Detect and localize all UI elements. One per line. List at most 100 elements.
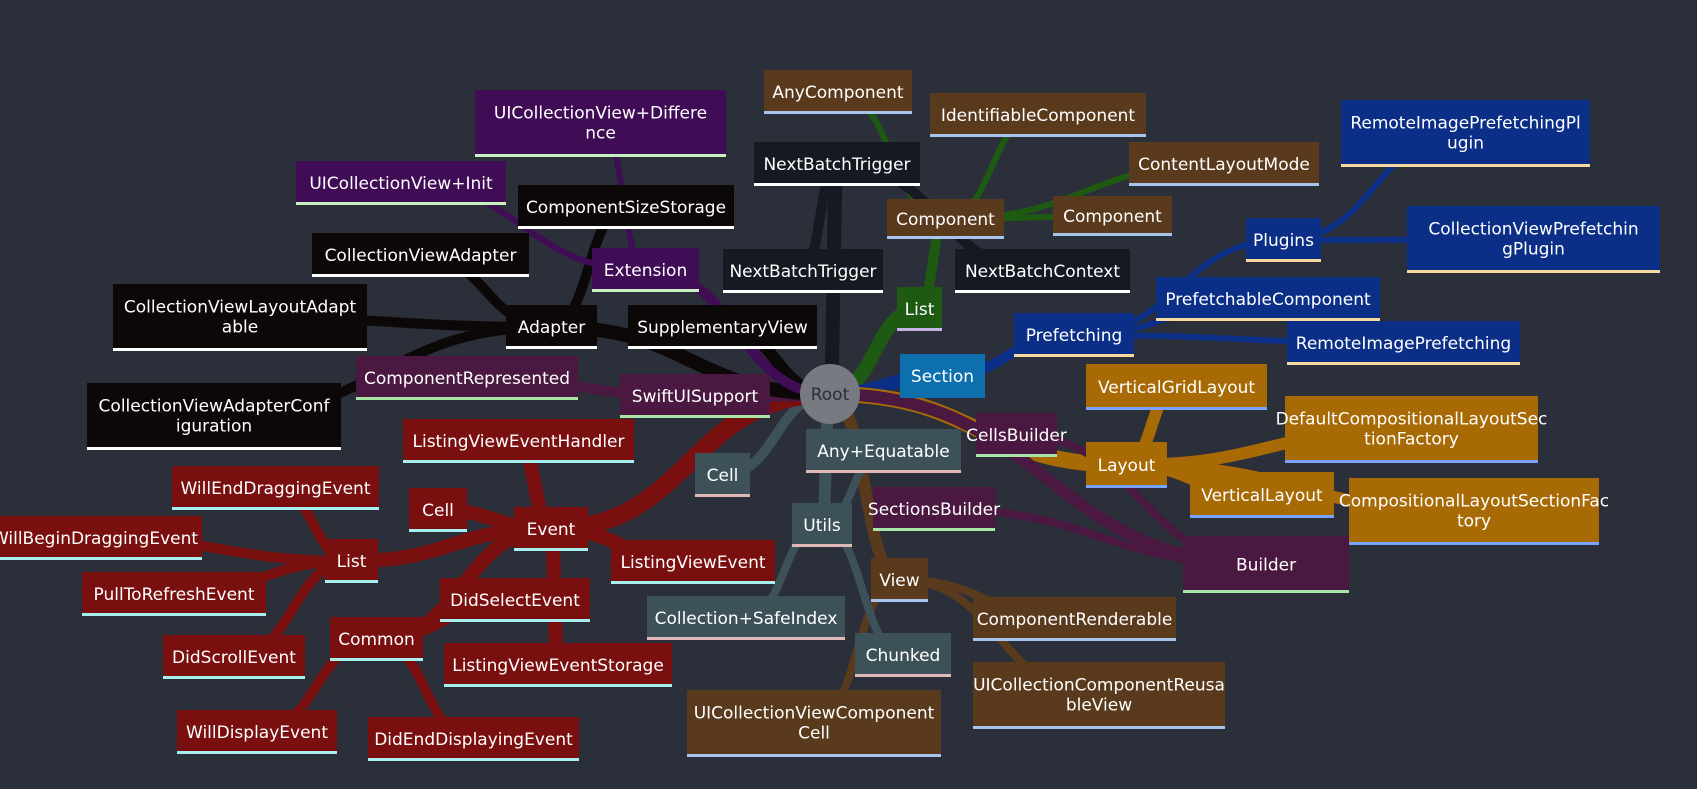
node-collection-safeindex[interactable]: Collection+SafeIndex: [647, 596, 845, 640]
node-box: [163, 635, 305, 679]
node-box: [611, 540, 775, 584]
node-listingvieweventhandler[interactable]: ListingViewEventHandler: [403, 419, 634, 463]
node-collectionviewadapter[interactable]: CollectionViewAdapter: [312, 233, 529, 277]
node-prefetchablecomponent[interactable]: PrefetchableComponent: [1156, 277, 1380, 321]
node-verticallayout[interactable]: VerticalLayout: [1190, 472, 1334, 518]
node-underline: [930, 134, 1146, 137]
node-nextbatchcontext[interactable]: NextBatchContext: [955, 249, 1130, 293]
node-supplementaryview[interactable]: SupplementaryView: [628, 305, 817, 349]
node-box: [900, 354, 985, 398]
node-label: WillBeginDraggingEvent: [0, 529, 198, 549]
root-node[interactable]: Root: [800, 364, 860, 424]
node-anycomponent[interactable]: AnyComponent: [764, 70, 912, 114]
node-underline: [518, 226, 734, 229]
node-prefetching[interactable]: Prefetching: [1014, 313, 1134, 357]
node-box: [444, 643, 672, 687]
node-underline: [620, 415, 770, 418]
node-underline: [611, 581, 775, 584]
node-cell[interactable]: Cell: [409, 488, 467, 532]
node-listingviewevent[interactable]: ListingViewEvent: [611, 540, 775, 584]
node-layout[interactable]: Layout: [1086, 442, 1167, 488]
node-underline: [409, 529, 467, 532]
node-pulltorefreshevent[interactable]: PullToRefreshEvent: [82, 572, 266, 616]
node-underline: [1156, 318, 1380, 321]
node-willdisplayevent[interactable]: WillDisplayEvent: [177, 710, 337, 754]
node-label: Collection+SafeIndex: [655, 609, 838, 629]
node-nextbatchtrigger[interactable]: NextBatchTrigger: [723, 249, 883, 293]
node-contentlayoutmode[interactable]: ContentLayoutMode: [1129, 142, 1319, 186]
node-underline: [855, 674, 951, 677]
node-cell[interactable]: Cell: [695, 453, 750, 497]
node-list[interactable]: List: [897, 287, 942, 331]
node-remoteimageprefetching[interactable]: RemoteImagePrefetching: [1287, 321, 1520, 365]
root-label: Root: [811, 385, 850, 405]
node-underline: [296, 202, 506, 205]
node-box: [1156, 277, 1380, 321]
node-label: Plugins: [1253, 231, 1314, 251]
node-plugins[interactable]: Plugins: [1246, 218, 1321, 262]
node-label: ListingViewEventHandler: [413, 432, 625, 452]
node-label: CollectionViewAdapter: [325, 246, 517, 266]
node-underline: [806, 470, 961, 473]
node-adapter[interactable]: Adapter: [506, 305, 597, 349]
node-willbegindraggingevent[interactable]: WillBeginDraggingEvent: [0, 516, 202, 560]
node-box: [440, 578, 590, 622]
node-label: NextBatchTrigger: [729, 262, 876, 282]
node-didenddisplayingevent[interactable]: DidEndDisplayingEvent: [368, 717, 579, 761]
node-box: [82, 572, 266, 616]
node-label: View: [879, 571, 919, 591]
node-chunked[interactable]: Chunked: [855, 633, 951, 677]
node-box: [325, 539, 378, 583]
node-componentrepresented[interactable]: ComponentRepresented: [356, 356, 578, 400]
node-componentrenderable[interactable]: ComponentRenderable: [973, 597, 1176, 641]
node-builder[interactable]: Builder: [1183, 536, 1349, 593]
node-box: [113, 284, 367, 351]
node-underline: [356, 397, 578, 400]
node-box: [1014, 313, 1134, 357]
node-utils[interactable]: Utils: [792, 503, 852, 547]
node-label: NextBatchContext: [965, 262, 1120, 282]
node-box: [296, 161, 506, 205]
node-underline: [1183, 590, 1349, 593]
node-common[interactable]: Common: [330, 617, 423, 661]
node-uicollectionview-init[interactable]: UICollectionView+Init: [296, 161, 506, 205]
node-sectionsbuilder[interactable]: SectionsBuilder: [868, 487, 1000, 531]
node-label: AnyComponent: [772, 83, 903, 103]
node-underline: [163, 676, 305, 679]
node-view[interactable]: View: [871, 558, 928, 602]
node-didscrollevent[interactable]: DidScrollEvent: [163, 635, 305, 679]
node-any-equatable[interactable]: Any+Equatable: [806, 429, 961, 473]
node-list[interactable]: List: [325, 539, 378, 583]
node-extension[interactable]: Extension: [592, 248, 699, 292]
node-component[interactable]: Component: [1053, 196, 1172, 236]
node-box: [897, 287, 942, 331]
node-componentsizestorage[interactable]: ComponentSizeStorage: [518, 185, 734, 229]
node-underline: [440, 619, 590, 622]
node-swiftuisupport[interactable]: SwiftUISupport: [620, 374, 770, 418]
node-listingvieweventstorage[interactable]: ListingViewEventStorage: [444, 643, 672, 687]
node-label: List: [905, 300, 935, 320]
node-label: VerticalLayout: [1201, 486, 1323, 506]
node-event[interactable]: Event: [514, 507, 588, 551]
node-willenddraggingevent[interactable]: WillEndDraggingEvent: [172, 466, 379, 510]
node-label: RemoteImagePrefetching: [1296, 334, 1511, 354]
node-didselectevent[interactable]: DidSelectEvent: [440, 578, 590, 622]
node-section[interactable]: Section: [900, 354, 985, 398]
node-identifiablecomponent[interactable]: IdentifiableComponent: [930, 93, 1146, 137]
node-underline: [475, 154, 726, 157]
node-component[interactable]: Component: [887, 199, 1004, 239]
node-verticalgridlayout[interactable]: VerticalGridLayout: [1086, 364, 1267, 410]
node-cellsbuilder[interactable]: CellsBuilder: [966, 413, 1067, 457]
node-nextbatchtrigger[interactable]: NextBatchTrigger: [754, 142, 920, 186]
